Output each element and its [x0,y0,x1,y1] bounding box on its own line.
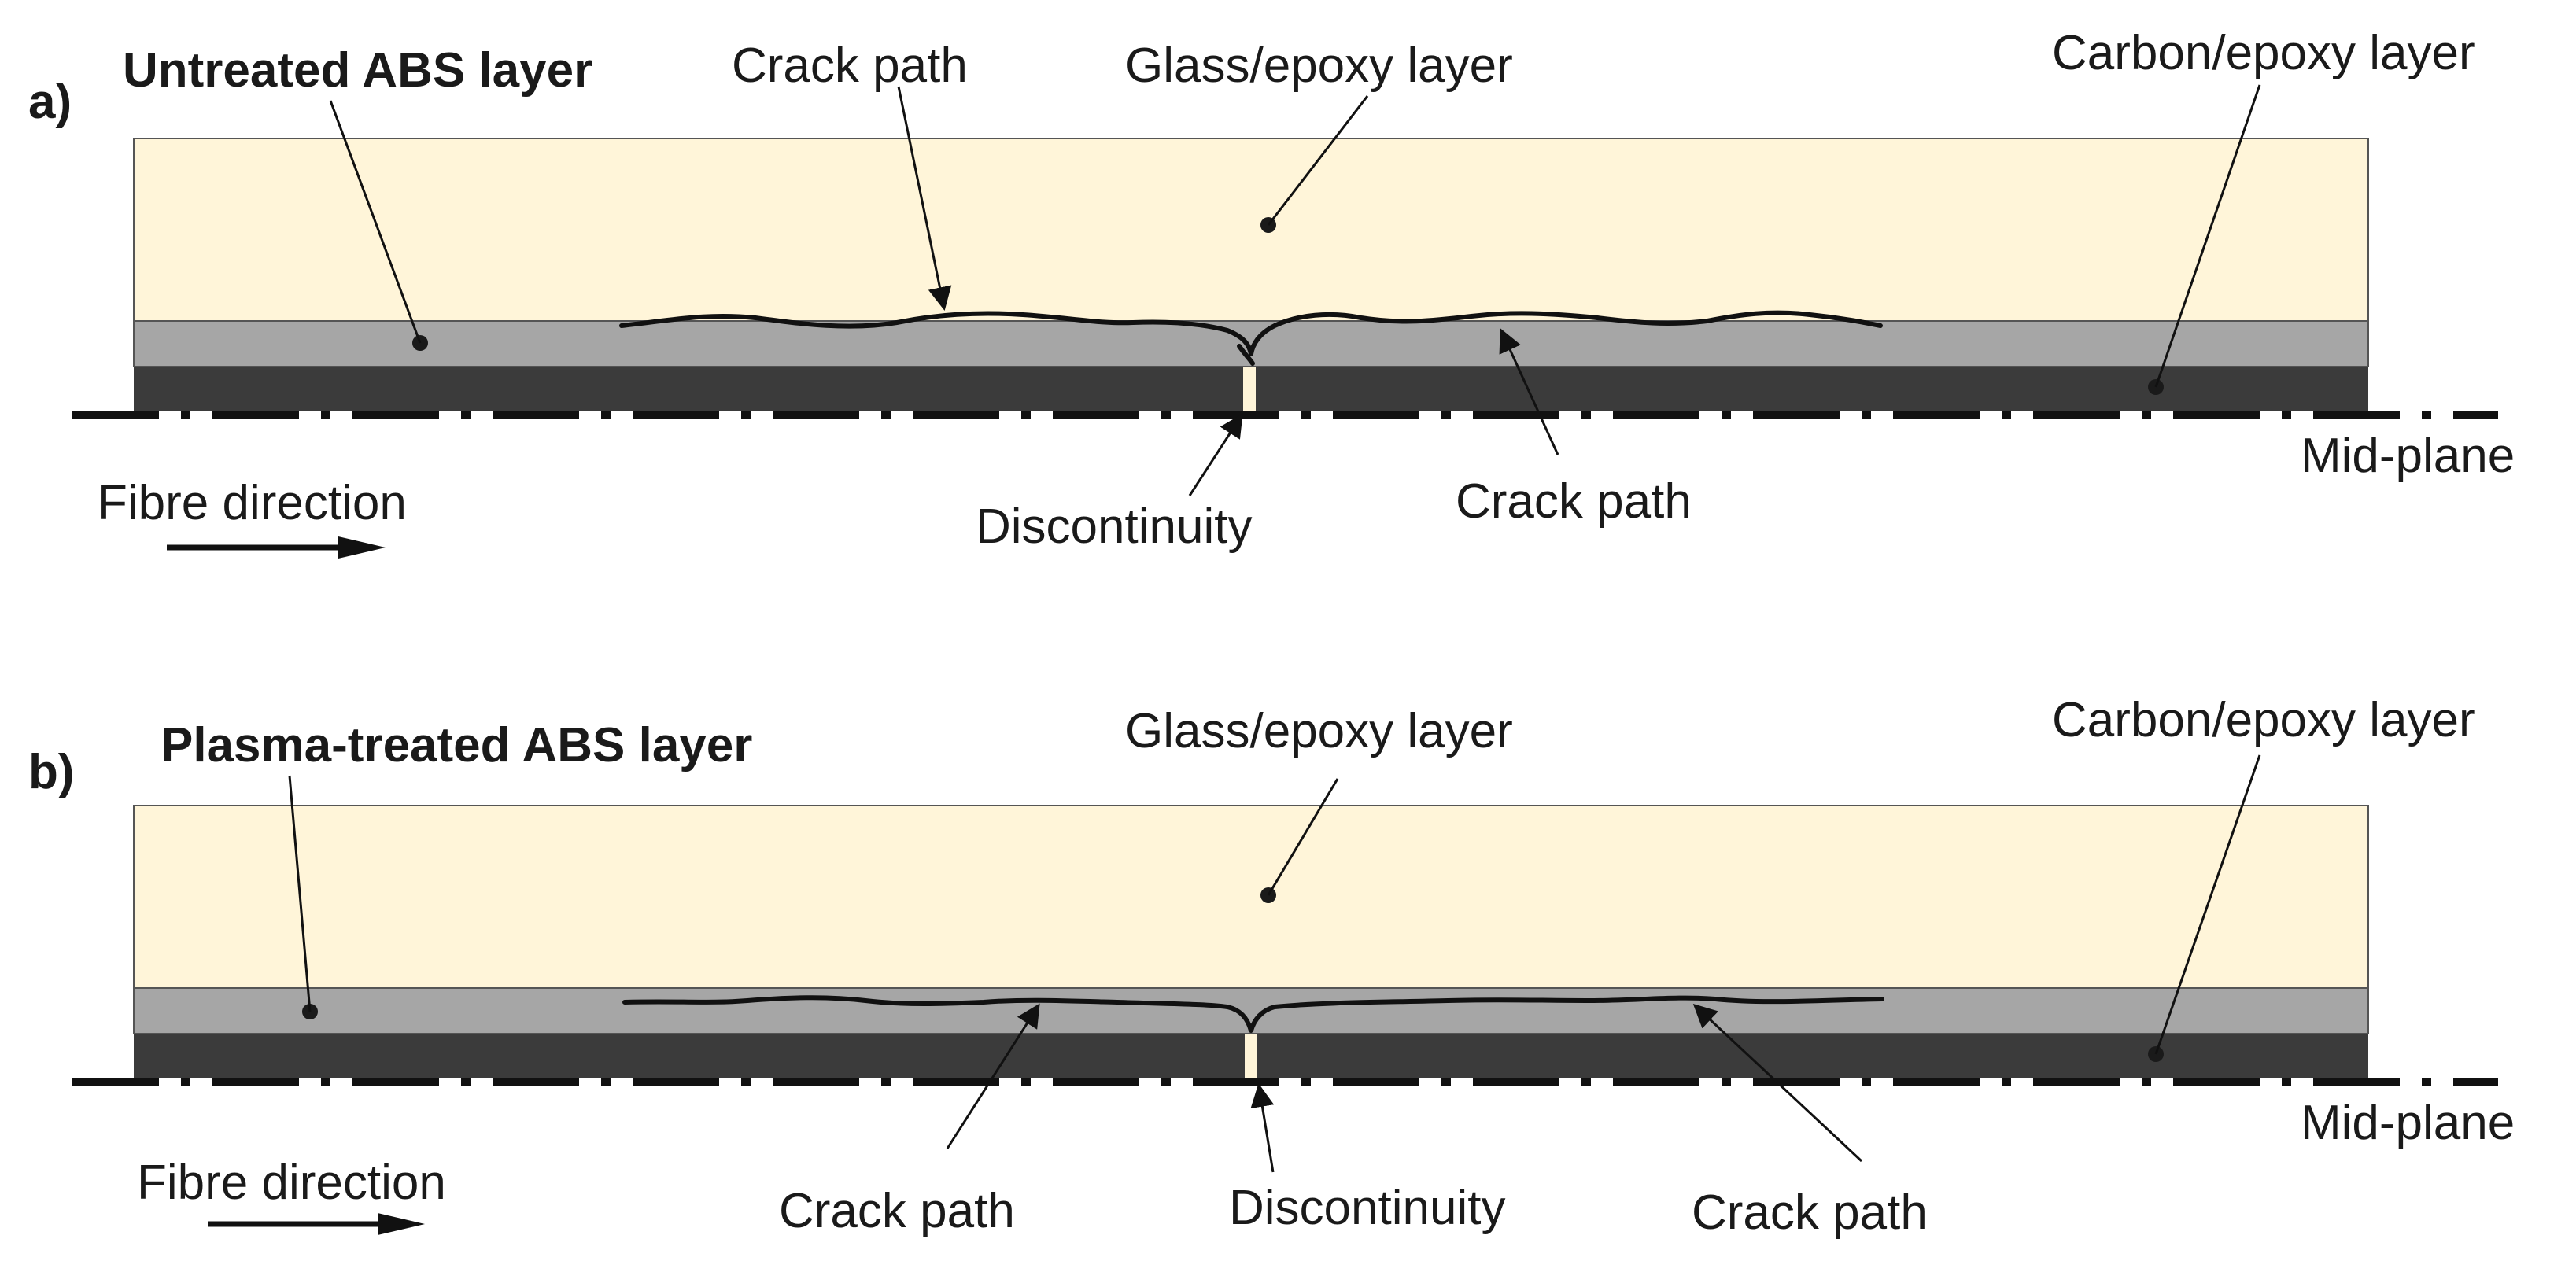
crack-path-top-label: Crack path [732,39,968,93]
crack-branch [1237,344,1255,366]
glass-pointer [1267,95,1369,226]
crack-right-pointer [1692,1003,1863,1163]
crack-left-pointer [946,1003,1040,1149]
crack-top-pointer [897,86,952,311]
midplane-label: Mid-plane [2301,429,2515,483]
abs-pointer [329,100,422,344]
glass-pointer [1267,778,1339,896]
crack-path-bottom-label: Crack path [1456,474,1692,529]
fibre-direction-label: Fibre direction [137,1156,446,1210]
carbon-pointer [2154,754,2261,1055]
discontinuity-label: Discontinuity [976,500,1252,554]
discontinuity-gap [1245,1034,1257,1078]
discontinuity-gap [1243,367,1256,411]
glass-epoxy-layer [133,805,2369,989]
discontinuity-pointer [1188,413,1243,496]
midplane-label: Mid-plane [2301,1096,2515,1150]
carbon-epoxy-label: Carbon/epoxy layer [2052,26,2475,80]
panel-a: a) Untreated ABS layer Crack path Glass/… [28,26,2515,559]
fibre-arrowhead [378,1213,425,1235]
panel-b-tag: b) [28,745,75,799]
crack-path-right-label: Crack path [1692,1185,1928,1240]
untreated-abs-label: Untreated ABS layer [123,43,592,98]
discontinuity-label: Discontinuity [1229,1181,1505,1235]
glass-epoxy-layer [133,138,2369,322]
glass-epoxy-label: Glass/epoxy layer [1125,704,1513,758]
fibre-direction-label: Fibre direction [98,476,407,530]
fibre-arrowhead [338,536,386,559]
carbon-pointer [2154,84,2261,388]
panel-b: b) Plasma-treated ABS layer Glass/epoxy … [28,693,2515,1240]
plasma-treated-abs-label: Plasma-treated ABS layer [161,718,752,772]
crack-path [622,995,1884,1033]
panel-a-tag: a) [28,75,72,129]
abs-pointer [288,775,312,1012]
discontinuity-pointer [1250,1083,1275,1173]
crack-bottom-pointer [1499,328,1559,455]
carbon-epoxy-label: Carbon/epoxy layer [2052,693,2475,747]
crack-path-left-label: Crack path [779,1184,1015,1238]
crack-path [619,310,1883,356]
glass-epoxy-label: Glass/epoxy layer [1125,39,1513,93]
